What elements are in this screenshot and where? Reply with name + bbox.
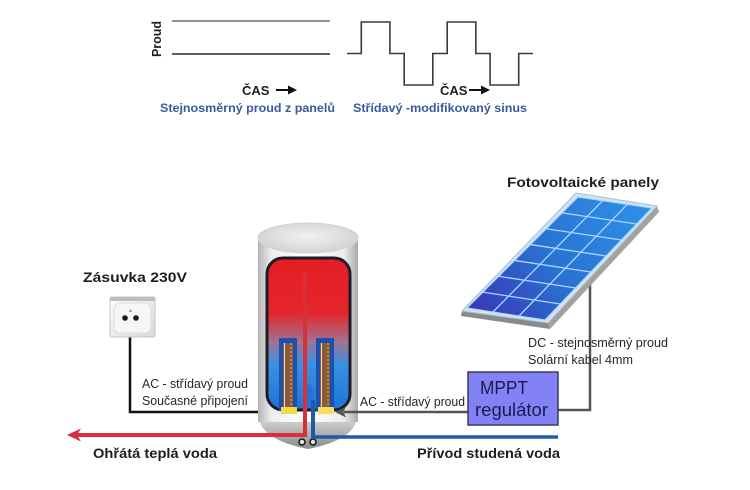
arrow-left-icon [67,428,81,442]
mppt-label-line2: regulátor [475,400,548,420]
dc-time-label: ČAS [242,83,270,98]
dc-caption: Stejnosměrný proud z panelů [160,101,335,115]
pipe-connector-cold [309,438,317,446]
hot-water-line: Ohřátá teplá voda [67,428,305,461]
dc-cable-label-line2: Solární kabel 4mm [528,353,633,367]
socket-label: Zásuvka 230V [83,269,188,285]
panel-frame-bottom-edge [461,311,550,329]
power-socket-icon [109,296,156,338]
dc-cable-label-line1: DC - stejnosměrný proud [528,336,668,350]
heating-element-left [279,338,297,414]
panel-cells-surface [467,197,652,320]
socket-group: Zásuvka 230V AC - střídavý proud Současn… [83,269,290,418]
mppt-output-label: AC - střídavý proud [360,395,465,409]
waveform-section: Proud ČAS Stejnosměrný proud z panelů ČA… [150,20,533,115]
arrow-right-icon [276,85,297,95]
panel-grid-row-line [514,259,591,273]
panel-grid-row-line [482,291,561,305]
panel-grid-row-line [530,243,607,257]
panel-grid-row-line [546,228,622,241]
mppt-regulator-box [467,371,559,426]
pipe-connector-hot [298,438,306,446]
heating-element-right [316,338,334,414]
solar-panel-label: Fotovoltaické panely [507,174,659,190]
y-axis-label: Proud [150,21,164,57]
water-heater-icon [257,222,359,449]
panel-grid-column-line [492,200,604,313]
ac-waveform: ČAS Střídavý -modifikovaný sinus [347,21,533,115]
panel-grid-row-line [562,212,637,225]
panel-grid-row-line [498,275,576,289]
dc-solar-cable [558,283,592,412]
arrow-right-icon [469,85,490,95]
panel-grid [465,196,654,321]
cold-water-label: Přívod studená voda [417,446,561,461]
socket-wire-label-line1: AC - střídavý proud [142,377,248,391]
panel-grid-column-line [518,203,628,317]
solar-panel-icon [460,192,659,329]
ac-time-label: ČAS [440,83,468,98]
solar-panel-group: Fotovoltaické panely DC - stejnosměrný p… [460,174,668,412]
panel-frame-right-edge [548,206,659,329]
mppt-label-line1: MPPT [480,378,528,398]
arrow-left-icon [335,406,346,418]
panel-cell-border [465,196,654,321]
mppt-group: AC - střídavý proud MPPT regulátor [335,371,559,426]
heater-top [257,222,359,254]
cold-water-line: Přívod studená voda [311,435,561,461]
ac-caption: Střídavý -modifikovaný sinus [353,101,527,115]
hot-water-label: Ohřátá teplá voda [93,446,218,461]
ac-square-wave-line [347,21,533,86]
socket-ac-wire [128,337,280,414]
heater-bottom-cap [259,418,357,449]
dc-waveform: ČAS Stejnosměrný proud z panelů [160,20,335,115]
socket-wire-label-line2: Současné připojení [142,394,249,408]
